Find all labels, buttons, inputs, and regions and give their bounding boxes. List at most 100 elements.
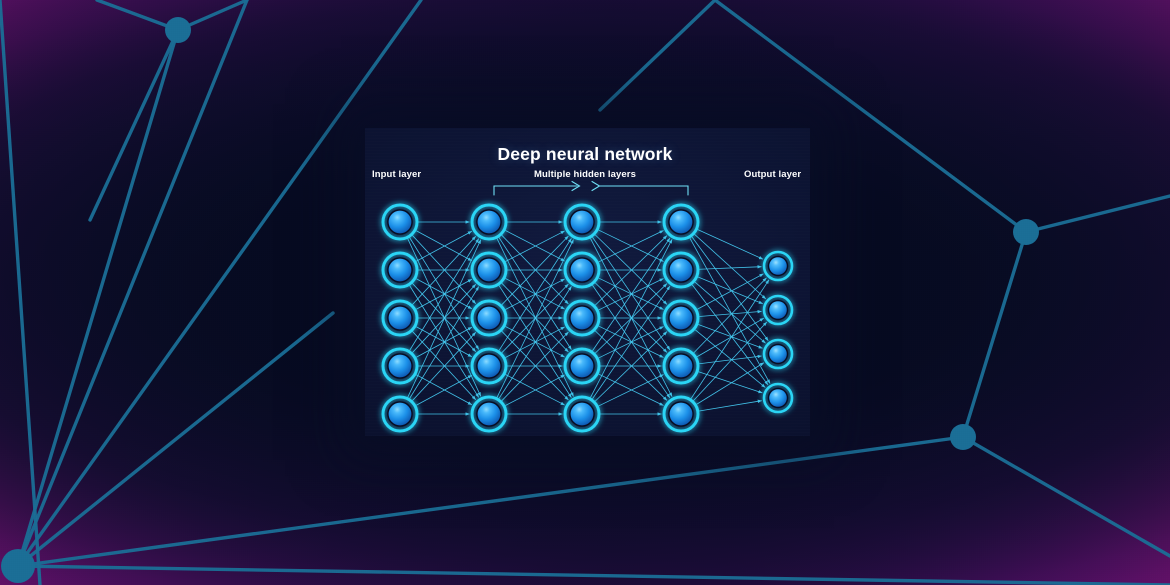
node-ring — [563, 299, 601, 337]
network-edge — [691, 284, 769, 386]
node-ring — [563, 395, 601, 433]
network-edge — [598, 230, 664, 263]
node-ring — [563, 251, 601, 289]
network-edge — [505, 374, 565, 406]
bracket-right-arrow — [591, 180, 601, 192]
constellation-edge — [16, 0, 423, 568]
network-edge — [416, 230, 473, 262]
node-ring — [381, 299, 419, 337]
label-output-layer: Output layer — [744, 169, 802, 180]
node-right-upper — [1013, 219, 1039, 245]
node-core — [570, 258, 594, 282]
network-edge — [690, 279, 770, 399]
network-edge — [698, 371, 763, 394]
constellation-edge — [16, 311, 335, 568]
network-edge — [498, 286, 572, 399]
network-node — [470, 203, 508, 241]
node-ring — [662, 299, 700, 337]
constellation-edge — [713, 0, 1028, 234]
network-edge — [505, 326, 565, 358]
label-input-layer: Input layer — [372, 169, 422, 180]
node-core — [477, 402, 501, 426]
network-edge — [505, 374, 565, 406]
network-edge — [595, 235, 668, 306]
node-ring — [470, 251, 508, 289]
constellation-edge — [16, 564, 1170, 585]
network-edge — [699, 265, 762, 270]
node-core — [769, 257, 787, 275]
node-core — [669, 402, 693, 426]
node-ring — [762, 338, 794, 370]
network-edge — [697, 276, 763, 305]
node-core — [570, 210, 594, 234]
network-edge — [498, 238, 572, 351]
constellation-edge — [0, 0, 42, 585]
node-ring — [762, 294, 794, 326]
node-ring — [470, 203, 508, 241]
constellation-edge — [88, 28, 180, 222]
node-ring — [662, 251, 700, 289]
node-core — [388, 306, 412, 330]
diagram-panel — [365, 128, 810, 436]
network-edge — [598, 374, 664, 407]
network-node — [470, 347, 508, 385]
node-top-left — [165, 17, 191, 43]
network-node — [381, 203, 419, 241]
network-edge — [699, 310, 762, 317]
network-edge — [691, 236, 769, 341]
network-edge — [505, 278, 565, 310]
neural-network-graphic — [381, 180, 794, 433]
page-title: Deep neural network — [497, 144, 673, 164]
network-edge — [698, 324, 763, 349]
network-edge — [697, 229, 764, 260]
node-ring — [662, 347, 700, 385]
network-node — [563, 395, 601, 433]
network-edge — [693, 321, 768, 401]
network-edge — [696, 362, 765, 405]
network-edge — [699, 399, 762, 412]
constellation-edge — [961, 435, 1170, 558]
network-node — [662, 395, 700, 433]
node-ring — [381, 251, 419, 289]
network-edge — [412, 236, 477, 305]
network-edge — [595, 331, 668, 402]
node-ring — [762, 250, 794, 282]
node-core — [769, 389, 787, 407]
constellation-edge — [16, 28, 180, 568]
node-ring — [563, 347, 601, 385]
network-edge — [416, 278, 473, 310]
node-core — [669, 306, 693, 330]
bracket-left-arrow — [571, 180, 581, 192]
network-edge — [501, 235, 569, 305]
node-ring — [662, 203, 700, 241]
network-node — [662, 251, 700, 289]
node-core — [570, 306, 594, 330]
constellation-edge — [961, 230, 1028, 439]
node-ring — [762, 382, 794, 414]
network-edge — [699, 354, 762, 365]
node-ring — [381, 203, 419, 241]
node-core — [477, 354, 501, 378]
node-ring — [381, 395, 419, 433]
node-right-lower — [950, 424, 976, 450]
bracket-right — [598, 185, 689, 196]
network-node — [470, 251, 508, 289]
constellation-edge — [16, 435, 965, 568]
constellation-edge — [95, 0, 180, 32]
node-ring — [563, 203, 601, 241]
network-node — [563, 347, 601, 385]
node-core — [477, 306, 501, 330]
network-edge — [592, 285, 671, 399]
node-core — [388, 210, 412, 234]
network-edge — [697, 273, 764, 310]
constellation-edge — [598, 0, 717, 112]
network-edge — [412, 332, 477, 401]
network-edge — [409, 238, 480, 351]
node-core — [570, 354, 594, 378]
panel-noise-overlay — [365, 128, 810, 436]
network-edge — [416, 230, 473, 262]
hub-bottom-left — [1, 549, 35, 583]
network-node — [762, 338, 794, 370]
network-node — [563, 299, 601, 337]
